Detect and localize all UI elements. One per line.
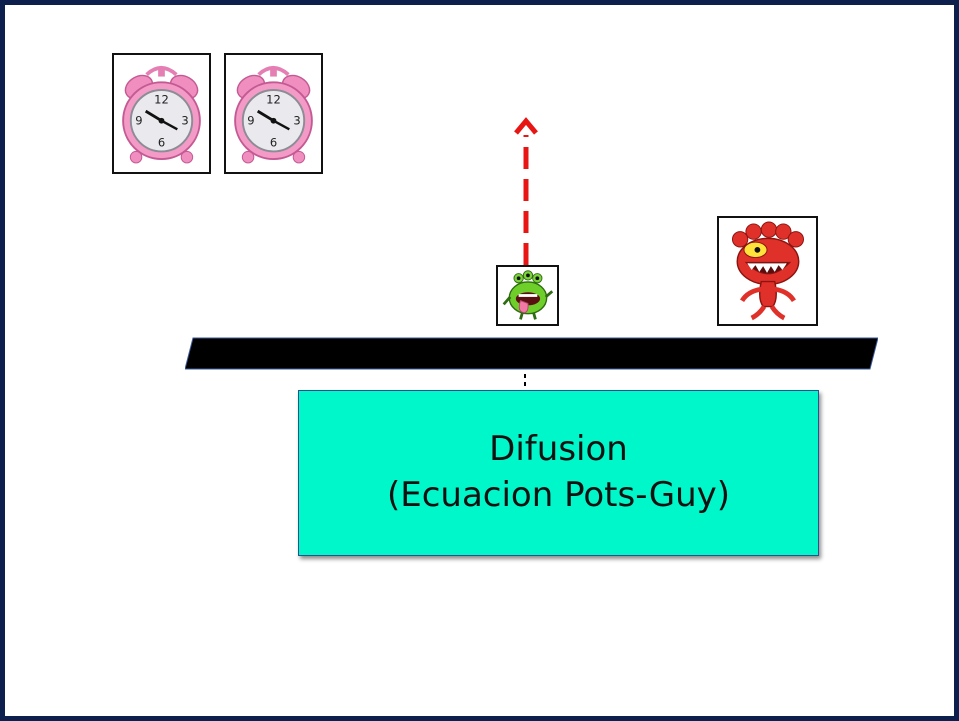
svg-text:6: 6 (158, 136, 165, 150)
diffusion-subtitle: (Ecuacion Pots-Guy) (386, 475, 731, 515)
dotted-connector (524, 374, 526, 390)
green-monster-icon (496, 265, 559, 326)
diffusion-box: Difusion (Ecuacion Pots-Guy) (298, 390, 819, 556)
diffusion-title: Difusion (489, 429, 628, 470)
alarm-clock-icon: 12 3 6 9 (224, 53, 323, 174)
svg-text:9: 9 (247, 114, 254, 128)
svg-text:9: 9 (135, 114, 142, 128)
svg-text:12: 12 (154, 92, 169, 106)
membrane-bar (185, 337, 878, 370)
svg-text:3: 3 (293, 114, 300, 128)
dashed-up-arrow (514, 117, 538, 265)
alarm-clock-icon: 12 3 6 9 (112, 53, 211, 174)
svg-text:3: 3 (181, 114, 188, 128)
svg-text:12: 12 (266, 92, 281, 106)
red-monster-icon (717, 216, 818, 326)
svg-text:6: 6 (270, 136, 277, 150)
